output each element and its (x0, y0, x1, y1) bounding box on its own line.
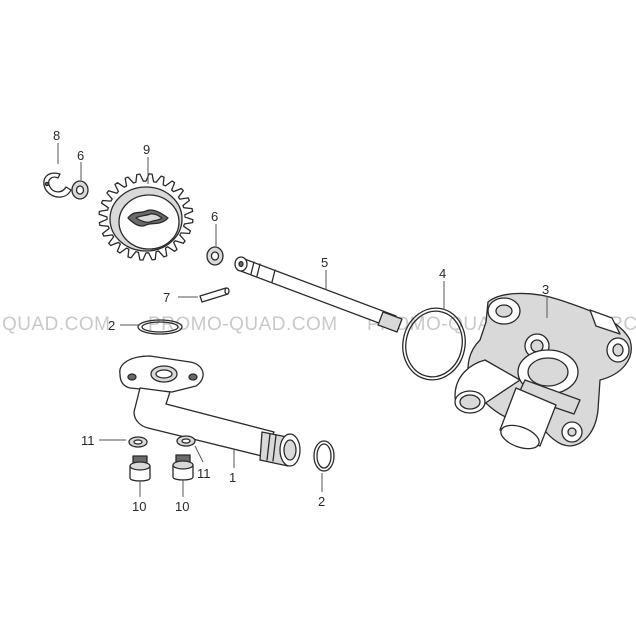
callout-11a: 11 (81, 433, 95, 448)
callout-1: 1 (229, 470, 236, 485)
callout-6a: 6 (77, 148, 84, 163)
part-pump-gear (98, 173, 194, 261)
callout-2a: 2 (108, 318, 115, 333)
part-washer-bolt-1 (128, 436, 148, 448)
part-washer-small-2 (206, 246, 224, 266)
callout-11b: 11 (197, 466, 211, 481)
callout-10b: 10 (175, 499, 189, 514)
callout-9: 9 (143, 142, 150, 157)
part-washer-small-1 (71, 180, 89, 200)
part-o-ring-upper (137, 319, 183, 335)
callout-4: 4 (439, 266, 446, 281)
callout-10a: 10 (132, 499, 146, 514)
callout-2b: 2 (318, 494, 325, 509)
callout-3: 3 (542, 282, 549, 297)
part-pin (199, 287, 230, 303)
callout-8: 8 (53, 128, 60, 143)
part-washer-bolt-2 (176, 435, 196, 447)
watermark-1: QUAD.COM (2, 314, 111, 335)
callout-7: 7 (163, 290, 170, 305)
part-o-ring-lower (313, 440, 335, 472)
part-bolt-1 (129, 455, 151, 482)
leader-lines (57, 143, 548, 497)
part-circlip (43, 172, 72, 198)
leader-11b (194, 445, 204, 463)
part-water-pump-housing (454, 292, 632, 450)
part-water-pipe (119, 355, 301, 467)
part-pump-shaft (234, 256, 403, 333)
callout-5: 5 (321, 255, 328, 270)
watermark-2: PROMO-QUAD.COM (148, 314, 338, 335)
callout-6b: 6 (211, 209, 218, 224)
part-o-ring-large (402, 307, 466, 381)
callout-numbers: 8 6 9 6 5 7 4 3 2 11 11 1 2 10 10 (53, 128, 549, 514)
part-bolt-2 (172, 454, 194, 481)
